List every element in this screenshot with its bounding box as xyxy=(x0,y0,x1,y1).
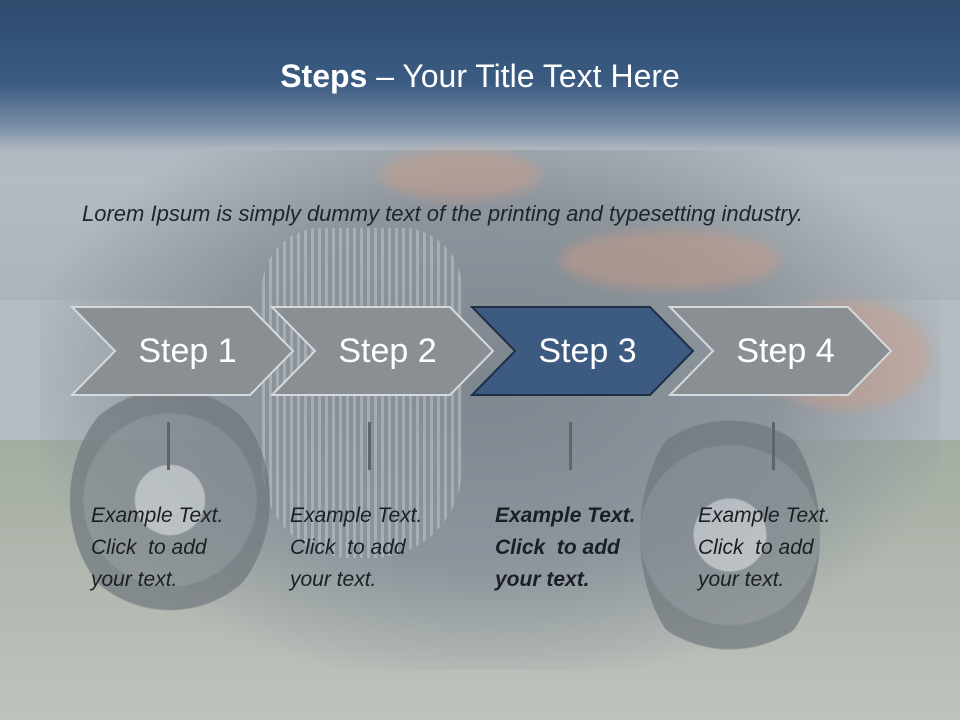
caption-line: Example Text. xyxy=(91,504,224,527)
caption-line: your text. xyxy=(495,568,590,591)
slide-title[interactable]: Steps – Your Title Text Here xyxy=(0,56,960,96)
title-rest: – Your Title Text Here xyxy=(367,58,680,94)
step-4-label: Step 4 xyxy=(736,331,835,370)
body-text[interactable]: Lorem Ipsum is simply dummy text of the … xyxy=(82,201,804,226)
caption-line: Example Text. xyxy=(698,504,831,527)
caption-line: your text. xyxy=(290,568,377,591)
caption-line: Click to add xyxy=(91,536,207,559)
step-3-label: Step 3 xyxy=(538,331,637,370)
step-2-connector xyxy=(368,422,371,470)
step-2-chevron[interactable]: Step 2 xyxy=(270,305,495,397)
step-3-caption[interactable]: Example Text. Click to add your text. xyxy=(495,500,675,596)
caption-line: Click to add xyxy=(698,536,814,559)
step-3-connector xyxy=(569,422,572,470)
step-1-chevron[interactable]: Step 1 xyxy=(70,305,295,397)
step-3-chevron[interactable]: Step 3 xyxy=(470,305,695,397)
step-2-label: Step 2 xyxy=(338,331,437,370)
step-1-connector xyxy=(167,422,170,470)
step-1-caption[interactable]: Example Text. Click to add your text. xyxy=(91,500,271,596)
step-1-label: Step 1 xyxy=(138,331,237,370)
caption-line: your text. xyxy=(698,568,785,591)
caption-line: Example Text. xyxy=(495,504,636,527)
caption-line: Example Text. xyxy=(290,504,423,527)
step-4-chevron[interactable]: Step 4 xyxy=(668,305,893,397)
step-4-caption[interactable]: Example Text. Click to add your text. xyxy=(698,500,878,596)
caption-line: Click to add xyxy=(495,536,620,559)
step-4-connector xyxy=(772,422,775,470)
caption-line: your text. xyxy=(91,568,178,591)
title-bold: Steps xyxy=(280,58,368,94)
caption-line: Click to add xyxy=(290,536,406,559)
title-bar xyxy=(0,0,960,150)
step-2-caption[interactable]: Example Text. Click to add your text. xyxy=(290,500,470,596)
